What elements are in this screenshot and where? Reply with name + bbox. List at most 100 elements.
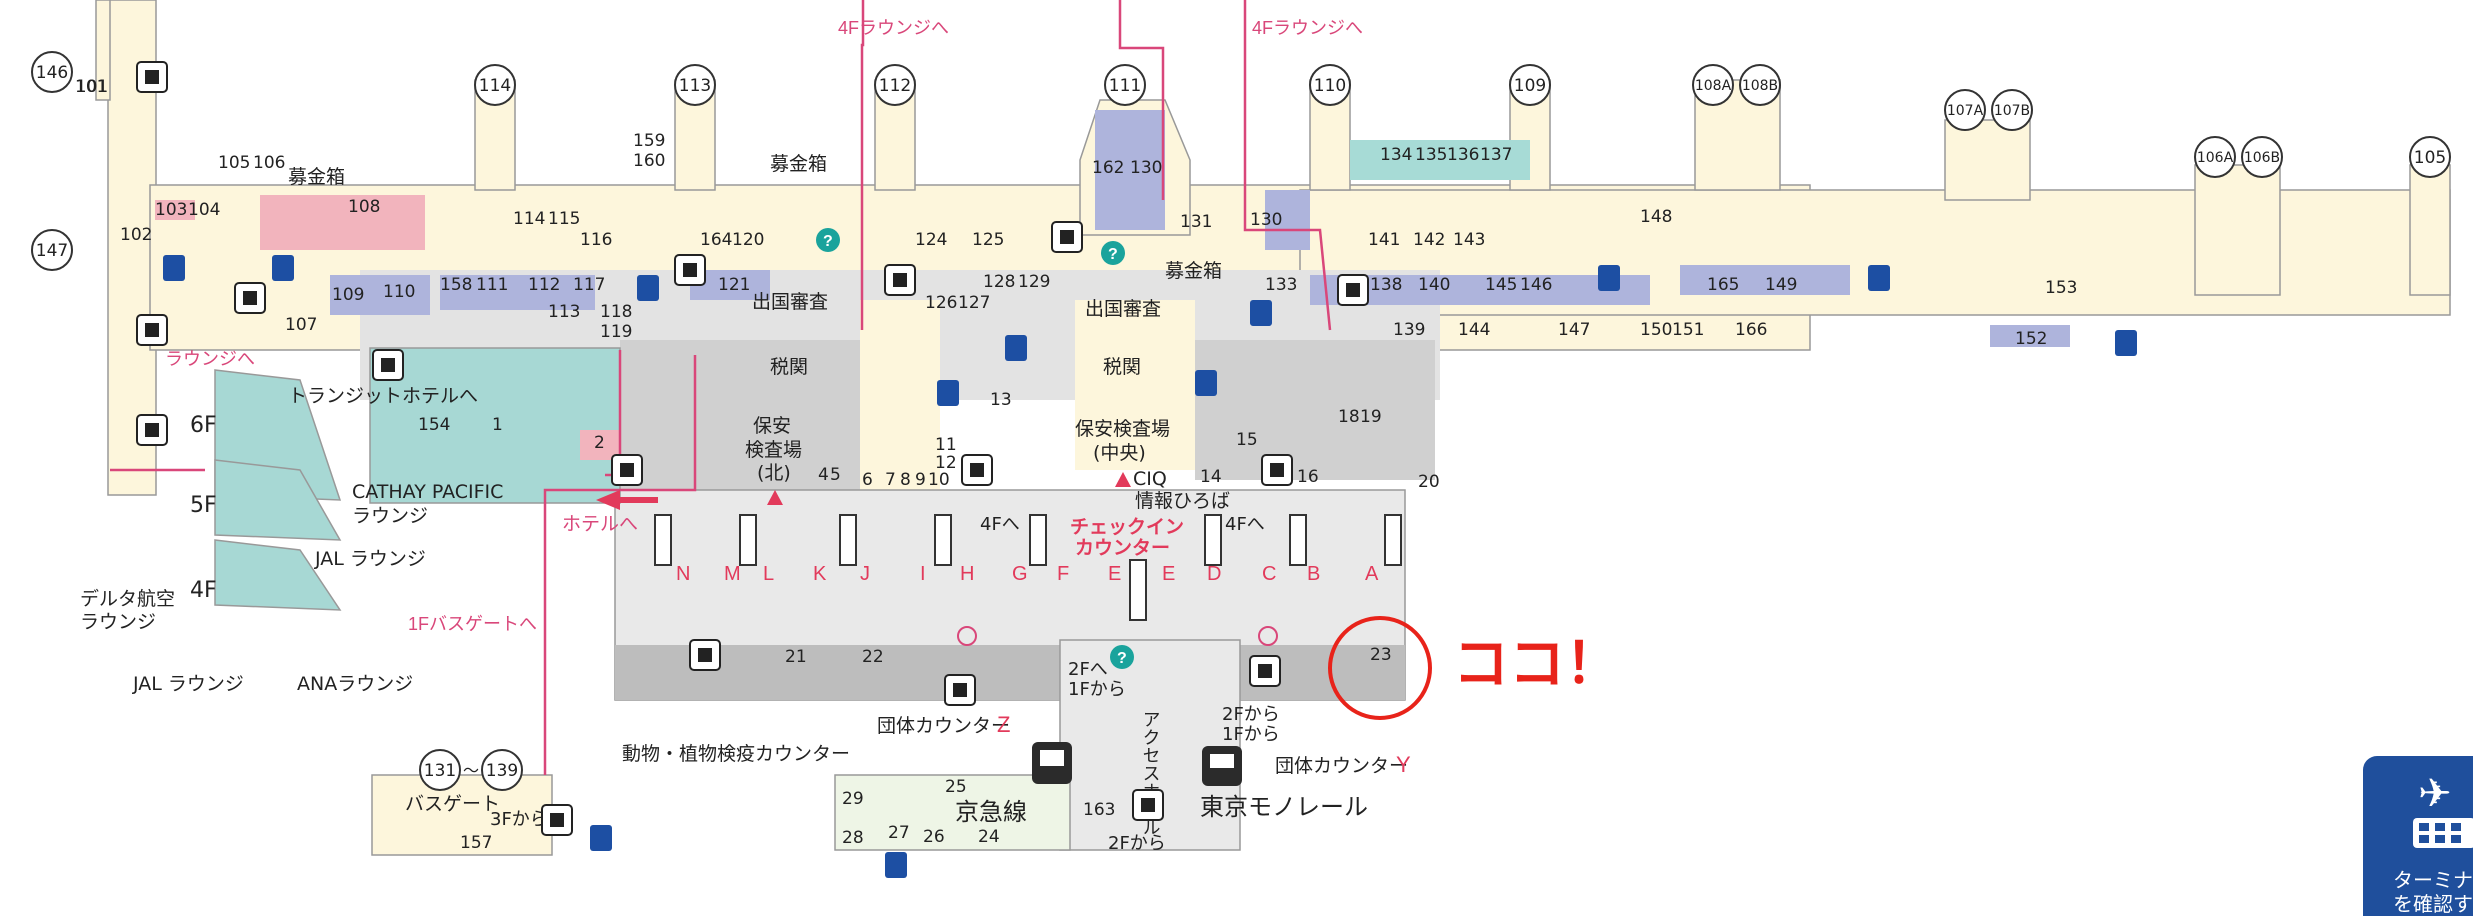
counter-h: H xyxy=(960,563,974,585)
security-north-3: (北) xyxy=(757,462,791,484)
svg-text:101: 101 xyxy=(76,77,108,97)
shop-6: 6 xyxy=(862,470,873,490)
shop-104: 104 xyxy=(188,200,220,220)
restroom-icon xyxy=(2115,330,2137,356)
gate-markers: 146 101 147 114 113 112 111 110 109 108A… xyxy=(31,51,2451,791)
shop-27: 27 xyxy=(888,823,910,843)
group-counter-z-letter: Z xyxy=(997,712,1010,737)
shop-2: 2 xyxy=(594,433,605,453)
shop-142: 142 xyxy=(1413,230,1445,250)
shop-159: 159 xyxy=(633,131,665,151)
gate-107a: 107A xyxy=(1944,89,1986,131)
shop-126: 126 xyxy=(925,293,957,313)
clock-icon xyxy=(957,626,977,646)
shop-166: 166 xyxy=(1735,320,1767,340)
counter-j: J xyxy=(860,563,870,585)
shop-139: 139 xyxy=(1393,320,1425,340)
shop-4: 4 xyxy=(818,465,829,485)
immigration-central: 出国審査 xyxy=(1085,298,1161,320)
ciq-label: CIQ xyxy=(1133,468,1167,490)
shop-143: 143 xyxy=(1453,230,1485,250)
shop-109: 109 xyxy=(332,285,364,305)
shop-15: 15 xyxy=(1236,430,1258,450)
shop-106: 106 xyxy=(253,153,285,173)
from-1f-b: 1Fから xyxy=(1222,724,1280,745)
elevator-icon xyxy=(674,254,706,286)
shop-10: 10 xyxy=(928,470,950,490)
counter-letters: N M L K J I H G F E E D C B A xyxy=(676,563,1379,585)
gate-108b: 108B xyxy=(1739,64,1781,106)
shop-102: 102 xyxy=(120,225,152,245)
shop-137: 137 xyxy=(1480,145,1512,165)
gate-106a: 106A xyxy=(2194,136,2236,178)
elevator-icon xyxy=(541,804,573,836)
restroom-icon xyxy=(885,852,907,878)
grid-icon xyxy=(2413,818,2473,848)
svg-text:110: 110 xyxy=(1314,76,1346,96)
bus-gate-area xyxy=(371,774,553,856)
shop-140: 140 xyxy=(1418,275,1450,295)
security-marker xyxy=(1115,472,1131,487)
shop-118: 118 xyxy=(600,302,632,322)
facility-icons: ? ? ? xyxy=(136,61,2137,878)
gate-139: 139 xyxy=(481,749,523,791)
shop-105: 105 xyxy=(218,153,250,173)
bus-gate-label: バスゲート xyxy=(405,793,500,815)
shop-117: 117 xyxy=(573,275,605,295)
shop-9: 9 xyxy=(915,470,926,490)
elevator-icon xyxy=(1261,454,1293,486)
gate-131: 131 xyxy=(419,749,461,791)
gate-107b: 107B xyxy=(1991,89,2033,131)
shop-151: 151 xyxy=(1672,320,1704,340)
elevator-icon xyxy=(234,282,266,314)
group-counter-y-letter: Y xyxy=(1396,752,1411,777)
counter-e2: E xyxy=(1162,563,1175,585)
restroom-icon xyxy=(637,275,659,301)
shop-153: 153 xyxy=(2045,278,2077,298)
svg-text:107A: 107A xyxy=(1947,103,1984,119)
restroom-icon xyxy=(1005,335,1027,361)
keikyu-block xyxy=(834,774,1071,851)
svg-text:107B: 107B xyxy=(1994,103,2030,119)
elevator-icon xyxy=(136,414,168,446)
svg-text:111: 111 xyxy=(1109,76,1141,96)
elevator-icon xyxy=(689,639,721,671)
shop-22: 22 xyxy=(862,647,884,667)
elevator-icon xyxy=(136,61,168,93)
from-2f-b: 2Fから xyxy=(1108,833,1166,854)
shop-157: 157 xyxy=(460,833,492,853)
security-north-2: 検査場 xyxy=(745,439,802,461)
label-lounge: ラウンジへ xyxy=(165,349,255,369)
checkin-label-1: チェックイン xyxy=(1070,516,1184,538)
shop-21: 21 xyxy=(785,647,807,667)
shop-110: 110 xyxy=(383,282,415,302)
shop-136: 136 xyxy=(1447,145,1479,165)
to-4f-a: 4Fへ xyxy=(980,514,1020,535)
label-4f-lounge-right: 4Fラウンジへ xyxy=(1252,18,1363,38)
label-hotel: ホテルへ xyxy=(562,514,638,535)
svg-text:?: ? xyxy=(1117,650,1127,667)
shop-101: 101 xyxy=(75,77,107,97)
counter-f: F xyxy=(1057,563,1069,585)
delta-label-1: デルタ航空 xyxy=(80,588,175,610)
shop-26: 26 xyxy=(923,827,945,847)
shop-13: 13 xyxy=(990,390,1012,410)
clock-icon xyxy=(1258,626,1278,646)
hotel-arrow xyxy=(596,490,620,510)
shop-138: 138 xyxy=(1370,275,1402,295)
shop-130b: 130 xyxy=(1250,210,1282,230)
ana-lounge-label: ANAラウンジ xyxy=(297,673,413,695)
shop-20: 20 xyxy=(1418,472,1440,492)
svg-text:?: ? xyxy=(823,233,833,250)
group-counter-z-label: 団体カウンター xyxy=(877,715,1010,737)
connector-labels: 4Fへ 4Fへ 2Fへ 1Fから 2Fから 1Fから 2Fから 3Fから xyxy=(490,514,1280,854)
gate-109: 109 xyxy=(1509,64,1551,106)
group-counter-y-label: 団体カウンター xyxy=(1275,755,1408,777)
terminal-check-button[interactable]: ✈ ターミナ を確認す xyxy=(2363,756,2473,916)
shop-8: 8 xyxy=(900,470,911,490)
counter-m: M xyxy=(724,563,741,585)
restroom-icon xyxy=(163,255,185,281)
shop-numbers: 101 102 103 104 105 106 107 108 109 110 … xyxy=(75,77,2077,853)
shop-18: 18 xyxy=(1338,407,1360,427)
